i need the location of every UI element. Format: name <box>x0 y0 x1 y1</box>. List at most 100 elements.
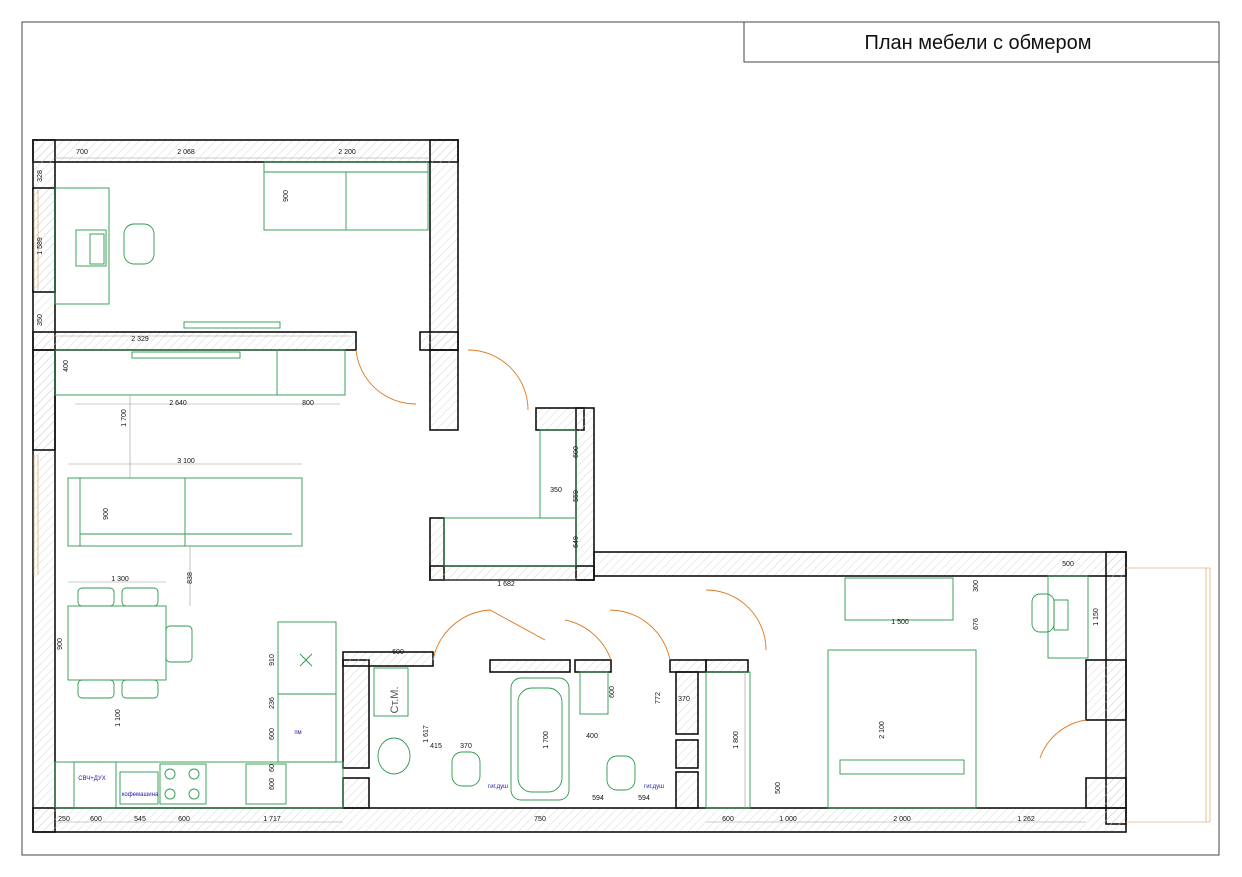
dim-1500: 1 500 <box>891 619 909 626</box>
dim-600d: 600 <box>178 816 190 823</box>
dim-1150: 1 150 <box>1093 608 1100 626</box>
dim-2640: 2 640 <box>169 400 187 407</box>
corridor-closet <box>539 429 577 519</box>
washing-machine <box>373 667 409 717</box>
plan-title: План мебели с обмером <box>864 32 1091 54</box>
coffee-machine-box <box>119 771 159 805</box>
dim-800: 800 <box>302 400 314 407</box>
wall-bottom <box>32 807 1127 833</box>
wall-room1-bottom <box>32 331 357 351</box>
dim-594a: 594 <box>592 795 604 802</box>
wall-bedroom-top <box>593 551 1127 577</box>
dim-600h: 600 <box>722 816 734 823</box>
dim-250: 250 <box>58 816 70 823</box>
dim-750: 750 <box>534 816 546 823</box>
hob <box>159 763 207 805</box>
dim-1300: 1 300 <box>111 576 129 583</box>
dim-1700a: 1 700 <box>121 409 128 427</box>
dim-1717: 1 717 <box>263 816 281 823</box>
toilet-2 <box>606 755 636 791</box>
dimension-lines <box>55 157 1086 823</box>
dim-1100: 1 100 <box>115 709 122 727</box>
furniture <box>54 161 1089 809</box>
dim-2100: 2 100 <box>879 721 886 739</box>
dim-1589: 1 589 <box>37 237 44 255</box>
dim-900a: 900 <box>283 190 290 202</box>
keyboard <box>89 233 105 265</box>
bathtub <box>510 677 570 801</box>
chair <box>77 587 115 607</box>
label-coffee-machine: кофемашина <box>122 792 159 798</box>
label-shower-2: гиг.душ <box>644 784 664 790</box>
title-block: План мебели с обмером <box>743 21 1220 63</box>
wall-top-left <box>32 139 459 163</box>
washbasin <box>377 737 411 775</box>
dim-400: 400 <box>63 360 70 372</box>
dim-838: 838 <box>187 572 194 584</box>
label-shower-1: гиг.душ <box>488 784 508 790</box>
door-room1 <box>355 349 417 405</box>
label-dishwasher: пм <box>294 730 301 736</box>
door-wc1 <box>432 609 546 661</box>
dim-900c: 900 <box>57 638 64 650</box>
bedroom-desk <box>1047 575 1089 659</box>
dim-1000: 1 000 <box>779 816 797 823</box>
dim-1800: 1 800 <box>733 731 740 749</box>
dim-772: 772 <box>655 692 662 704</box>
dim-350: 350 <box>37 314 44 326</box>
door-swings <box>355 349 1087 759</box>
dim-600b: 600 <box>269 778 276 790</box>
dim-600g: 600 <box>609 686 616 698</box>
sink <box>245 763 287 805</box>
bedroom-chair <box>1031 593 1055 633</box>
dim-600e: 600 <box>392 649 404 656</box>
wall-wc1-left <box>342 659 370 769</box>
dim-1617: 1 617 <box>423 725 430 743</box>
dim-900b: 900 <box>103 508 110 520</box>
dim-676: 676 <box>973 618 980 630</box>
dim-1700b: 1 700 <box>543 731 550 749</box>
dim-500a: 500 <box>1062 561 1074 568</box>
dim-400b: 400 <box>586 733 598 740</box>
dimension-texts: 700 2 068 2 200 328 1 589 350 2 329 900 … <box>37 149 1100 823</box>
label-washing-machine: Ст.М. <box>389 686 401 713</box>
dim-370b: 370 <box>678 696 690 703</box>
dim-370a: 370 <box>460 743 472 750</box>
dim-350b: 350 <box>550 487 562 494</box>
dresser <box>844 577 954 621</box>
dim-700: 700 <box>76 149 88 156</box>
dim-2200: 2 200 <box>338 149 356 156</box>
windows <box>33 190 1211 823</box>
dim-600c: 600 <box>90 816 102 823</box>
dim-236: 236 <box>269 697 276 709</box>
tv-living <box>131 351 241 359</box>
office-chair <box>123 223 155 265</box>
corridor-shelf <box>443 517 577 567</box>
tv-room1 <box>183 321 281 329</box>
dishwasher <box>277 693 337 763</box>
desk-room1 <box>54 187 110 305</box>
dim-559: 559 <box>573 490 580 502</box>
door-corridor <box>467 349 529 411</box>
kitchen-counter <box>54 761 344 809</box>
dim-545: 545 <box>134 816 146 823</box>
dim-1682: 1 682 <box>497 581 515 588</box>
bed <box>827 649 977 809</box>
label-appliance-column: СВЧ+ДУХ <box>78 776 106 782</box>
dim-910: 910 <box>269 654 276 666</box>
wardrobe <box>705 671 751 809</box>
dim-1262: 1 262 <box>1017 816 1035 823</box>
dim-300: 300 <box>973 580 980 592</box>
dining-table <box>67 605 167 681</box>
dim-328: 328 <box>37 170 44 182</box>
sheet-border <box>21 21 1220 856</box>
room-labels: СВЧ+ДУХ кофемашина пм Ст.М. гиг.душ гиг.… <box>78 686 664 798</box>
dim-600f: 600 <box>573 446 580 458</box>
dim-600a: 600 <box>269 728 276 740</box>
dim-415: 415 <box>430 743 442 750</box>
walls <box>32 139 1127 833</box>
dim-2068: 2 068 <box>177 149 195 156</box>
wall-corridor-left <box>429 349 459 431</box>
dim-2000: 2 000 <box>893 816 911 823</box>
